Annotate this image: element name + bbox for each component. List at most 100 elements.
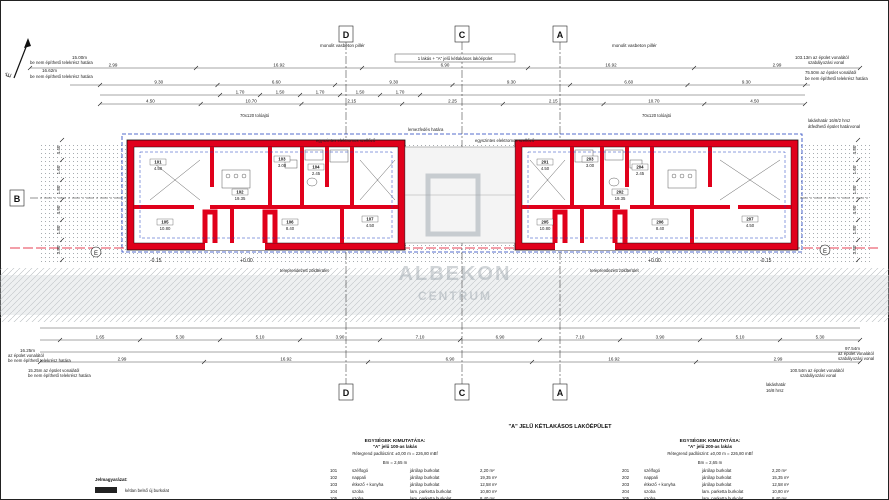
note-ground-left: tereprendezett zöldterület — [280, 268, 330, 273]
dim-bottom1-value: 3.90 — [656, 335, 665, 340]
schedule-left-no: 101 — [330, 468, 338, 473]
bottom-note-right-4: 100.54m az épület vonalától — [790, 368, 844, 373]
room-right-area: 4.50 — [541, 166, 550, 171]
dim-left-value: 4.40 — [56, 145, 61, 154]
dim-left-value: 4.90 — [56, 205, 61, 214]
dim-bottom1-tick — [857, 337, 863, 343]
note-ground-right: tereprendezett zöldterület — [590, 268, 640, 273]
schedule-left-level: Rétegrend padlószint: ±0,00 m = 226,80 m… — [352, 451, 438, 456]
room-left-number: 107 — [366, 217, 374, 222]
bottom-lot-note-2: 16/8 hrsz — [766, 388, 784, 393]
watermark: ALBEKON CENTRUM — [399, 173, 509, 303]
note-right-pillar: monolit vasbeton pillér — [612, 43, 657, 48]
dim-row2-tick — [450, 82, 455, 88]
dim-row1-tick — [193, 65, 199, 71]
dim-row1-tick — [27, 65, 33, 71]
bottom-note-right-3: szabályozási vonal — [838, 356, 874, 361]
dim-left-value: 1.80 — [56, 185, 61, 194]
schedule-right-no: 205 — [622, 496, 630, 500]
room-right-area: 10.80 — [540, 226, 551, 231]
dim-right-tick — [855, 237, 861, 243]
schedule-left-name: szoba — [352, 489, 364, 494]
schedule-right-no: 204 — [622, 489, 630, 494]
dim-left-tick — [59, 217, 65, 223]
dim-bottom1-value: 3.90 — [336, 335, 345, 340]
room-left-number: 102 — [236, 190, 244, 195]
note-right-lot-2: átfedhető épület határvonal — [808, 124, 860, 129]
dim-bottom2-value: 16.92 — [280, 357, 292, 362]
level-ext-right: -0.15 — [760, 258, 772, 264]
schedule-left-name: nappali — [352, 475, 366, 480]
dim-row1-tick — [525, 65, 531, 71]
schedule-right-floor: járólap burkolat — [701, 482, 732, 487]
dim-bottom2-tick — [529, 359, 535, 365]
dim-row3-tick — [297, 92, 303, 98]
bottom-note-right-5: szabályozási vonal — [800, 373, 836, 378]
center-passage — [404, 146, 516, 244]
schedule-left-name: szoba — [352, 496, 364, 500]
dim-left-value: 1.80 — [56, 225, 61, 234]
schedule-right-heading: EGYSÉGEK KIMUTATÁSA: — [680, 436, 741, 444]
room-right-number: 205 — [541, 220, 549, 225]
level-mark-left: +0.00 — [240, 258, 253, 264]
schedule-left-no: 105 — [330, 496, 338, 500]
schedule-right-no: 202 — [622, 475, 630, 480]
schedule-right-area: 2,20 m² — [772, 468, 787, 473]
axis-label-top-a: A — [557, 30, 564, 40]
legend-title: Jelmagyarázat: — [95, 477, 128, 482]
schedule-right-name: étkező + konyha — [644, 482, 676, 487]
dim-row4-tick — [97, 101, 103, 107]
schedule-right-height: Bm = 2,65 m — [698, 460, 723, 465]
dim-row3-tick — [217, 92, 223, 98]
dimension-left-vertical: 4.401.601.804.901.803.80 — [56, 137, 65, 263]
schedule-left-floor: járólap burkolat — [409, 482, 440, 487]
dim-row3-value: 1.50 — [276, 90, 285, 95]
dim-row2-tick — [567, 82, 573, 88]
schedule-left-height: Bm = 2,65 m — [383, 460, 408, 465]
dim-right-tick — [855, 137, 861, 143]
schedule-left-floor: lam. parketta burkolat — [410, 489, 452, 494]
room-right-tag — [536, 218, 554, 226]
plan-notes: 70x120 tolóajtó 70x120 tolóajtó egyszint… — [150, 113, 860, 273]
dim-row4-value: 10.70 — [648, 99, 660, 104]
room-left-tag — [307, 163, 325, 171]
dim-right-tick — [855, 157, 861, 163]
note-left-2: be nem építhető telekrész határa — [30, 60, 93, 65]
dim-right-tick — [855, 197, 861, 203]
dimension-right-vertical: 4.801.601.804.901.803.80 — [852, 137, 861, 263]
room-left-area: 4.50 — [366, 223, 375, 228]
dim-left-value: 3.80 — [56, 245, 61, 254]
note-center: lemezfedés határa — [408, 127, 444, 132]
left-unit-plan — [126, 139, 406, 251]
schedule-right-floor: lam. parketta burkolat — [702, 489, 744, 494]
room-schedule: "A" JELŰ KÉTLAKÁSOS LAKÓÉPÜLET EGYSÉGEK … — [330, 422, 790, 500]
dim-row1-value: 6.90 — [441, 63, 450, 68]
room-left-area: 3.00 — [278, 163, 287, 168]
dim-right-value: 4.90 — [852, 205, 857, 214]
room-left-tag — [361, 215, 379, 223]
dim-row4-tick — [399, 101, 405, 107]
dim-left-tick — [59, 137, 65, 143]
note-left-4: be nem építhető telekrész határa — [30, 74, 93, 79]
dim-left-tick — [59, 157, 65, 163]
room-left-number: 101 — [154, 160, 162, 165]
axis-label-top-c: C — [459, 30, 466, 40]
dim-row2-tick — [802, 82, 808, 88]
dim-bottom1-value: 6.90 — [496, 335, 505, 340]
room-left-tag — [149, 158, 167, 166]
dim-row2-value: 9.30 — [507, 80, 516, 85]
dim-bottom2-tick — [857, 359, 863, 365]
room-left-tag — [281, 218, 299, 226]
room-left-area: 19.35 — [235, 196, 246, 201]
schedule-left-floor: járólap burkolat — [409, 475, 440, 480]
room-left-tag — [156, 218, 174, 226]
dim-bottom2-value: 6.90 — [446, 357, 455, 362]
room-right-number: 203 — [586, 157, 594, 162]
schedule-left-area: 8,40 m² — [480, 496, 495, 500]
note-lift-right: egyszintes elektromos szellőző — [475, 138, 535, 143]
